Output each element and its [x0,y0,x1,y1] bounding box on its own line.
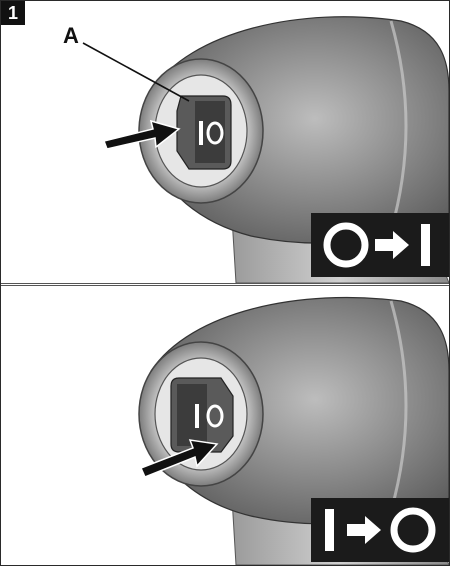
panel-switch-off [1,286,449,565]
rocker-face [177,384,207,446]
figure-number: 1 [1,1,25,25]
switch-mark-i [195,404,199,428]
legend-off [311,498,449,562]
legend-i-symbol [325,509,334,551]
switch-mark-i [199,121,203,145]
callout-label-a: A [63,23,79,49]
device-illustration-bottom [1,286,449,565]
panel-switch-on: 1 A [1,1,449,283]
legend-on [311,213,449,277]
legend-i-symbol [421,224,430,266]
